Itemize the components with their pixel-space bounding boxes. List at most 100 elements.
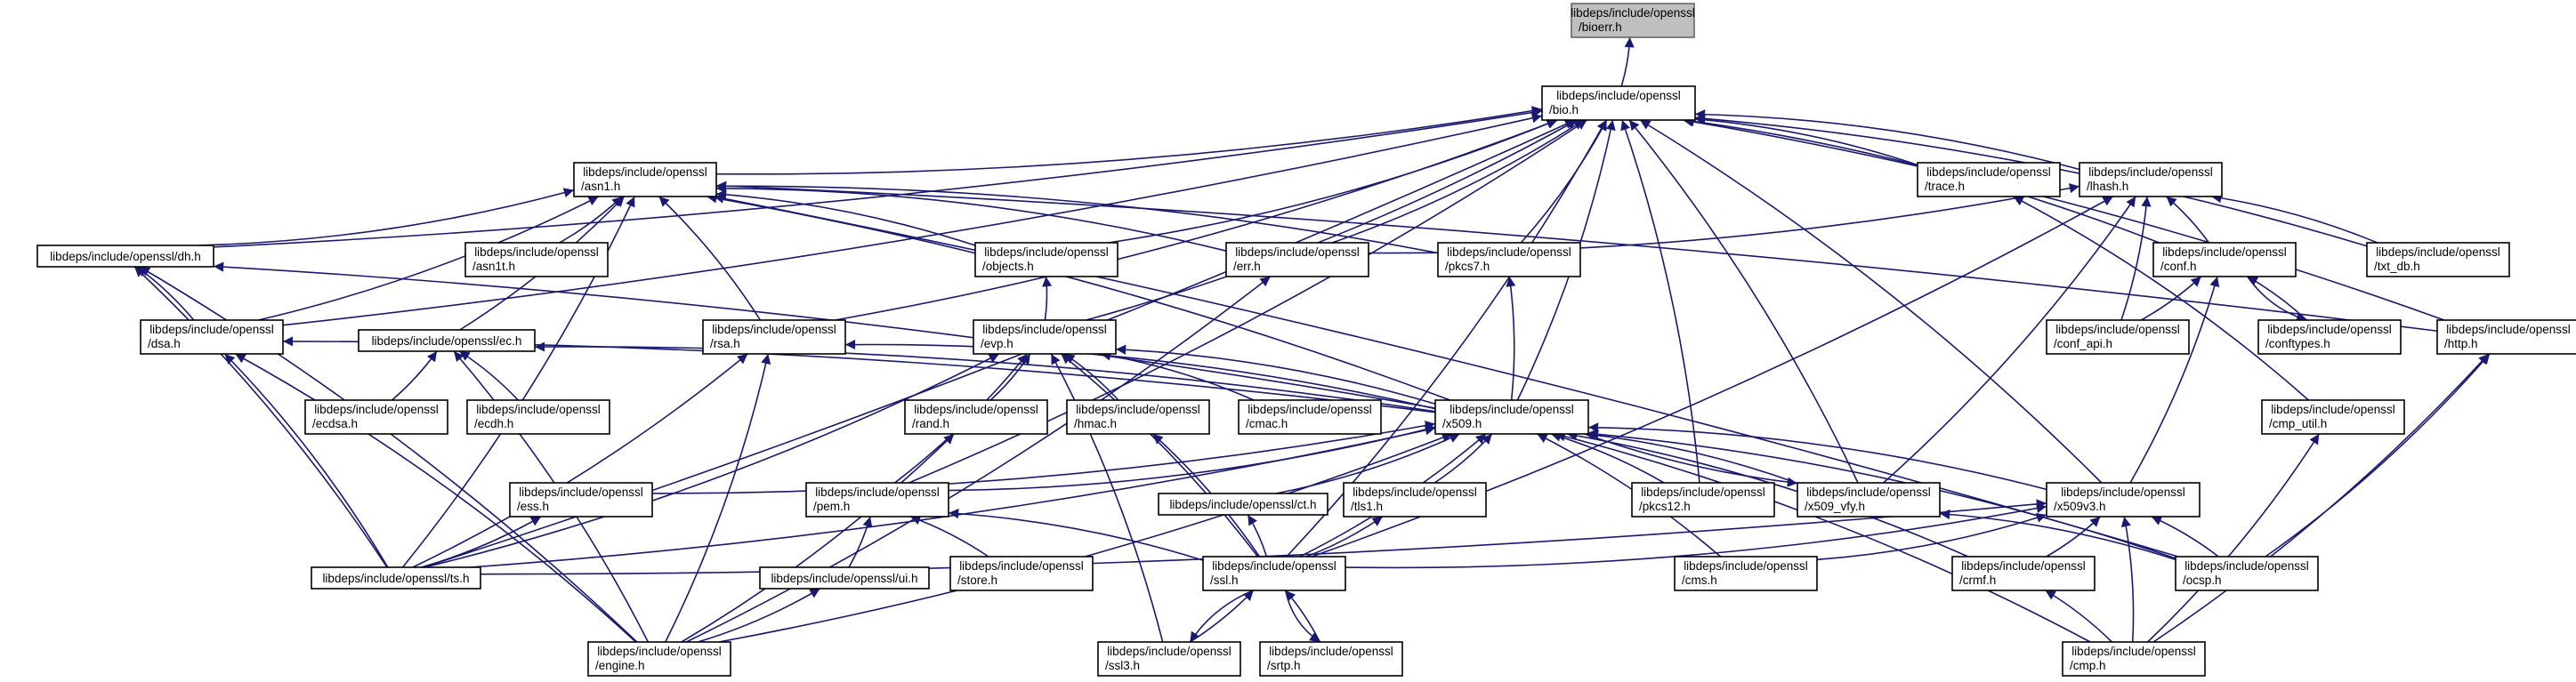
edge-cmp-to-x509v3 bbox=[2120, 516, 2135, 643]
node-store[interactable]: libdeps/include/openssl/store.h bbox=[949, 556, 1094, 591]
node-rsa[interactable]: libdeps/include/openssl/rsa.h bbox=[702, 319, 846, 355]
node-x509[interactable]: libdeps/include/openssl/x509.h bbox=[1434, 399, 1589, 435]
node-x509v3[interactable]: libdeps/include/openssl/x509v3.h bbox=[2046, 482, 2201, 518]
node-trace-label-line-2: /trace.h bbox=[1925, 180, 1965, 193]
header-nodes: libdeps/include/openssl/bioerr.h libdeps/… bbox=[36, 3, 2576, 677]
node-objects[interactable]: libdeps/include/openssl/objects.h bbox=[974, 242, 1118, 277]
node-rand[interactable]: libdeps/include/openssl/rand.h bbox=[904, 399, 1048, 435]
node-conf_api-label-line-2: /conf_api.h bbox=[2054, 337, 2112, 350]
node-pkcs12-label-line-1: libdeps/include/openssl bbox=[1641, 485, 1765, 499]
node-pem-label-line-1: libdeps/include/openssl bbox=[815, 485, 940, 499]
node-hmac[interactable]: libdeps/include/openssl/hmac.h bbox=[1066, 399, 1210, 435]
edge-ssl3-to-ssl bbox=[1189, 590, 1255, 643]
node-x509-label-line-1: libdeps/include/openssl bbox=[1450, 403, 1574, 416]
node-srtp[interactable]: libdeps/include/openssl/srtp.h bbox=[1259, 641, 1403, 677]
node-dh[interactable]: libdeps/include/openssl/dh.h bbox=[36, 245, 214, 268]
node-http-label-line-2: /http.h bbox=[2444, 337, 2478, 350]
node-pkcs12-label-line-2: /pkcs12.h bbox=[1639, 500, 1691, 513]
node-ct[interactable]: libdeps/include/openssl/ct.h bbox=[1158, 493, 1328, 516]
edge-engine-to-dsa bbox=[235, 353, 637, 643]
edge-ocsp-to-x509 bbox=[1587, 429, 2176, 559]
node-conftypes[interactable]: libdeps/include/openssl/conftypes.h bbox=[2257, 319, 2402, 355]
edge-lhash-to-bio bbox=[1694, 109, 2080, 171]
node-txt_db[interactable]: libdeps/include/openssl/txt_db.h bbox=[2366, 242, 2510, 277]
dependency-edges bbox=[133, 36, 2491, 643]
edge-ocsp-to-http bbox=[2265, 353, 2491, 558]
node-conf[interactable]: libdeps/include/openssl/conf.h bbox=[2152, 242, 2297, 277]
node-pkcs7[interactable]: libdeps/include/openssl/pkcs7.h bbox=[1437, 242, 1581, 277]
node-lhash[interactable]: libdeps/include/openssl/lhash.h bbox=[2079, 162, 2223, 197]
edge-ssl-to-hmac bbox=[1151, 433, 1261, 558]
node-ssl-label-line-1: libdeps/include/openssl bbox=[1212, 559, 1336, 573]
node-ecdsa[interactable]: libdeps/include/openssl/ecdsa.h bbox=[304, 399, 448, 435]
edge-ecdh-to-ec bbox=[458, 350, 519, 401]
node-ts[interactable]: libdeps/include/openssl/ts.h bbox=[311, 566, 481, 590]
node-objects-label-line-2: /objects.h bbox=[982, 260, 1034, 273]
edge-ct-to-x509 bbox=[1275, 433, 1460, 494]
node-evp[interactable]: libdeps/include/openssl/evp.h bbox=[973, 319, 1117, 355]
node-cms[interactable]: libdeps/include/openssl/cms.h bbox=[1674, 556, 1818, 591]
node-ess[interactable]: libdeps/include/openssl/ess.h bbox=[509, 482, 653, 518]
edge-engine-to-dh bbox=[139, 266, 638, 643]
edge-engine-to-ui bbox=[698, 588, 820, 643]
node-pem[interactable]: libdeps/include/openssl/pem.h bbox=[805, 482, 949, 518]
node-cmac-label-line-2: /cmac.h bbox=[1246, 417, 1288, 430]
node-lhash-label-line-1: libdeps/include/openssl bbox=[2088, 165, 2213, 179]
edge-cmac-to-evp bbox=[1100, 350, 1255, 401]
node-ecdh[interactable]: libdeps/include/openssl/ecdh.h bbox=[466, 399, 610, 435]
node-trace[interactable]: libdeps/include/openssl/trace.h bbox=[1917, 162, 2061, 197]
edge-ssl3-to-evp bbox=[1050, 353, 1164, 643]
node-ssl3[interactable]: libdeps/include/openssl/ssl3.h bbox=[1097, 641, 1241, 677]
node-http[interactable]: libdeps/include/openssl/http.h bbox=[2436, 319, 2576, 355]
node-tls1[interactable]: libdeps/include/openssl/tls1.h bbox=[1343, 482, 1487, 518]
edge-srtp-to-ssl bbox=[1285, 590, 1321, 643]
node-asn1[interactable]: libdeps/include/openssl/asn1.h bbox=[573, 162, 717, 197]
edge-ssl-to-bio bbox=[1286, 119, 1607, 558]
node-ct-label-line-1: libdeps/include/openssl/ct.h bbox=[1169, 498, 1316, 511]
node-conf_api-label-line-1: libdeps/include/openssl bbox=[2055, 323, 2180, 336]
edge-txt_db-to-lhash bbox=[2211, 193, 2378, 244]
node-ess-label-line-1: libdeps/include/openssl bbox=[519, 485, 643, 499]
node-ui-label-line-1: libdeps/include/openssl/ui.h bbox=[771, 572, 917, 585]
node-x509v3-label-line-1: libdeps/include/openssl bbox=[2061, 485, 2185, 499]
node-ecdh-label-line-1: libdeps/include/openssl bbox=[476, 403, 601, 416]
edge-engine-to-rsa bbox=[665, 353, 771, 643]
node-x509-label-line-2: /x509.h bbox=[1442, 417, 1482, 430]
node-srtp-label-line-1: libdeps/include/openssl bbox=[1269, 645, 1393, 658]
edge-x509-to-pkcs7 bbox=[1506, 276, 1516, 401]
edge-ts-to-evp bbox=[424, 353, 1000, 568]
node-x509_vfy[interactable]: libdeps/include/openssl/x509_vfy.h bbox=[1797, 482, 1941, 518]
node-crmf[interactable]: libdeps/include/openssl/crmf.h bbox=[1951, 556, 2096, 591]
node-bio[interactable]: libdeps/include/openssl/bio.h bbox=[1541, 85, 1696, 121]
edge-pkcs12-to-bio bbox=[1620, 119, 1700, 484]
edge-store-to-pem bbox=[909, 515, 989, 558]
node-store-label-line-1: libdeps/include/openssl bbox=[959, 559, 1084, 573]
node-cmp[interactable]: libdeps/include/openssl/cmp.h bbox=[2062, 641, 2206, 677]
node-conf_api[interactable]: libdeps/include/openssl/conf_api.h bbox=[2046, 319, 2190, 355]
edge-rand-to-evp bbox=[989, 353, 1031, 401]
node-ec[interactable]: libdeps/include/openssl/ec.h bbox=[358, 329, 536, 352]
edge-ssl-to-x509v3 bbox=[1345, 503, 2047, 569]
node-err[interactable]: libdeps/include/openssl/err.h bbox=[1225, 242, 1369, 277]
node-bioerr-label-line-2: /bioerr.h bbox=[1579, 20, 1622, 34]
edge-ts-to-ess bbox=[421, 516, 542, 568]
node-ui[interactable]: libdeps/include/openssl/ui.h bbox=[759, 566, 930, 590]
node-pkcs12[interactable]: libdeps/include/openssl/pkcs12.h bbox=[1631, 482, 1775, 518]
node-dsa[interactable]: libdeps/include/openssl/dsa.h bbox=[140, 319, 284, 355]
node-asn1t[interactable]: libdeps/include/openssl/asn1t.h bbox=[464, 242, 609, 277]
node-x509_vfy-label-line-2: /x509_vfy.h bbox=[1805, 500, 1865, 513]
node-conf-label-line-1: libdeps/include/openssl bbox=[2162, 245, 2287, 259]
node-engine[interactable]: libdeps/include/openssl/engine.h bbox=[587, 641, 731, 677]
edge-ssl-to-srtp bbox=[1284, 590, 1320, 643]
node-ocsp[interactable]: libdeps/include/openssl/ocsp.h bbox=[2175, 556, 2319, 591]
node-ecdsa-label-line-2: /ecdsa.h bbox=[312, 417, 358, 430]
node-hmac-label-line-1: libdeps/include/openssl bbox=[1076, 403, 1200, 416]
node-ssl[interactable]: libdeps/include/openssl/ssl.h bbox=[1202, 556, 1346, 591]
edge-ts-to-dh bbox=[133, 266, 388, 568]
node-dh-label-line-1: libdeps/include/openssl/dh.h bbox=[50, 250, 201, 263]
node-cmac[interactable]: libdeps/include/openssl/cmac.h bbox=[1238, 399, 1382, 435]
edge-x509v3-to-x509 bbox=[1587, 422, 2047, 491]
node-cmp_util[interactable]: libdeps/include/openssl/cmp_util.h bbox=[2261, 399, 2405, 435]
node-cms-label-line-2: /cms.h bbox=[1682, 574, 1717, 587]
edge-engine-to-err bbox=[685, 276, 1272, 643]
